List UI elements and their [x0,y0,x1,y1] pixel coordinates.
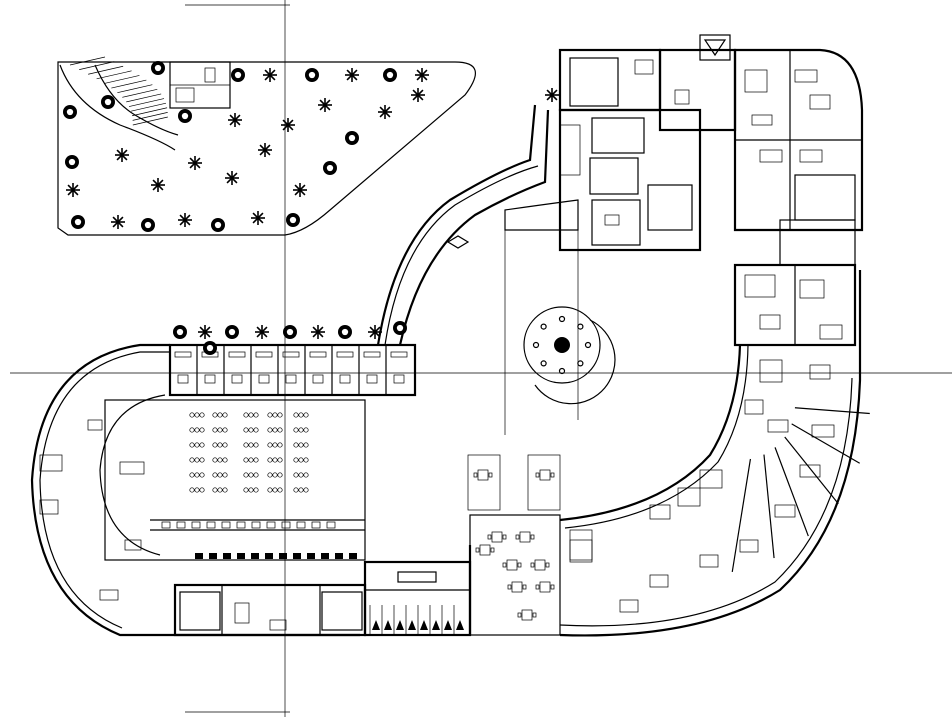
plant-icon [383,68,397,82]
plant-icon [345,131,359,145]
plant-icon [178,213,192,227]
staircase [59,56,231,151]
furniture [39,59,843,631]
plant-icon [411,88,425,102]
building-walls [30,34,870,637]
plant-icon [286,213,300,227]
plant-icon [255,325,269,339]
plant-icon [338,325,352,339]
plant-icon [231,68,245,82]
plant-icon [263,68,277,82]
plant-icon [251,211,265,225]
plant-icon [178,109,192,123]
conference-tables [467,454,593,621]
plant-icon [368,325,382,339]
plant-icon [545,88,559,102]
plant-icon [225,325,239,339]
plant-icon [228,113,242,127]
plant-icon [198,325,212,339]
garden-plants [63,61,429,232]
plant-icon [293,183,307,197]
plant-icon [323,161,337,175]
plant-icon [111,215,125,229]
plant-icon [318,98,332,112]
plant-icon [283,325,297,339]
plant-icon [66,183,80,197]
plant-icon [101,95,115,109]
plant-icon [415,68,429,82]
plant-icon [188,156,202,170]
axis-lines [10,0,952,717]
plant-icon [173,325,187,339]
plant-icon [63,105,77,119]
plant-icon [378,105,392,119]
plant-icon [115,148,129,162]
plant-icon [151,61,165,75]
plant-icon [305,68,319,82]
plant-icon [258,143,272,157]
fountain [523,306,616,405]
plant-icon [141,218,155,232]
plant-icon [203,341,217,355]
plant-icon [211,218,225,232]
garden [57,61,476,236]
corridor-plants [173,88,559,355]
plant-icon [281,118,295,132]
plant-icon [151,178,165,192]
plant-icon [65,155,79,169]
plant-icon [71,215,85,229]
plant-icon [225,171,239,185]
plant-icon [393,321,407,335]
plant-icon [345,68,359,82]
open-workstations [161,412,357,559]
plant-icon [311,325,325,339]
